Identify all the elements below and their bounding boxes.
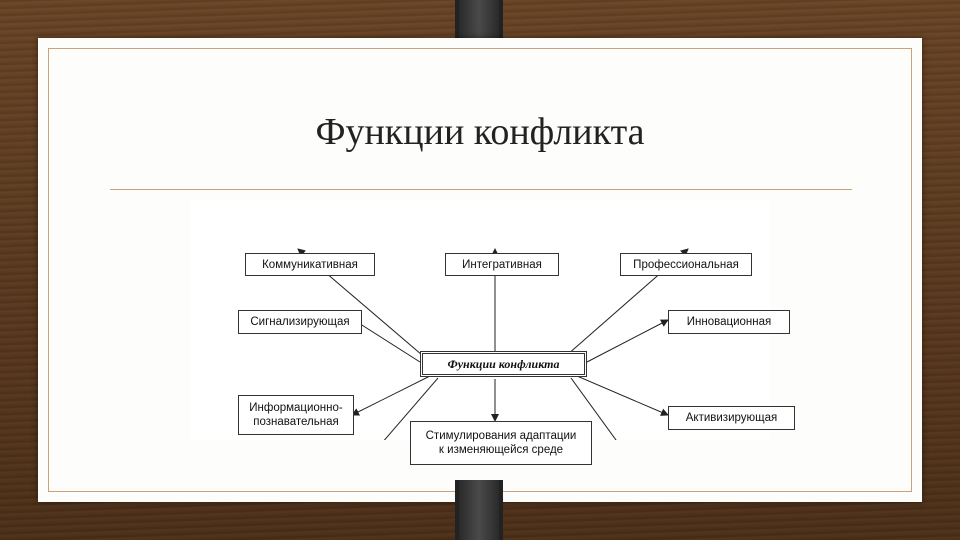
diagram-arrows: [297, 248, 689, 440]
conflict-functions-diagram: Коммуникативная Интегративная Профессион…: [190, 200, 795, 465]
slide-title: Функции конфликта: [315, 111, 645, 153]
node-innovative: Инновационная: [668, 310, 790, 334]
title-divider: [110, 189, 852, 190]
arrow-to-signaling: [353, 319, 421, 363]
node-communicative: Коммуникативная: [245, 253, 375, 276]
arrow-to-innovative: [586, 319, 669, 363]
arrow-to-informative: [351, 375, 431, 416]
node-adaptation: Стимулирования адаптации к изменяющейся …: [410, 421, 592, 465]
arrow-lower-right: [570, 377, 617, 440]
node-informative-line2: познавательная: [253, 416, 339, 428]
slide: Функции конфликта Коммуникативн: [38, 38, 922, 502]
node-informative: Информационно- познавательная: [238, 395, 354, 435]
node-center-conflict-functions: Функции конфликта: [420, 351, 587, 377]
binder-clip-bottom: [455, 480, 503, 540]
node-integrative: Интегративная: [445, 253, 559, 276]
node-adaptation-line1: Стимулирования адаптации: [425, 430, 577, 442]
arrow-lower-left: [383, 377, 439, 440]
node-signaling: Сигнализирующая: [238, 310, 362, 334]
node-professional: Профессиональная: [620, 253, 752, 276]
node-activating: Активизирующая: [668, 406, 795, 430]
arrow-to-activating: [576, 375, 669, 416]
node-informative-line1: Информационно-: [249, 402, 343, 414]
node-adaptation-line2: к изменяющейся среде: [438, 444, 564, 456]
